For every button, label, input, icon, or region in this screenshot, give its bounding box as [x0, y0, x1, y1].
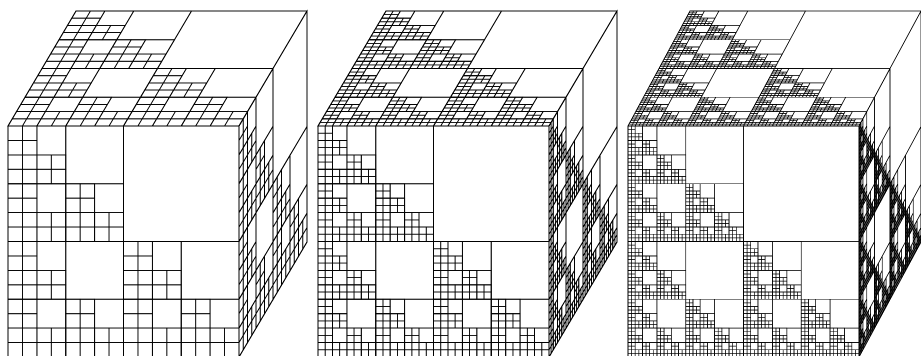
cube-panel-3 — [628, 11, 921, 356]
cube-panel-2 — [318, 11, 617, 356]
cube-panel-1 — [8, 11, 307, 356]
